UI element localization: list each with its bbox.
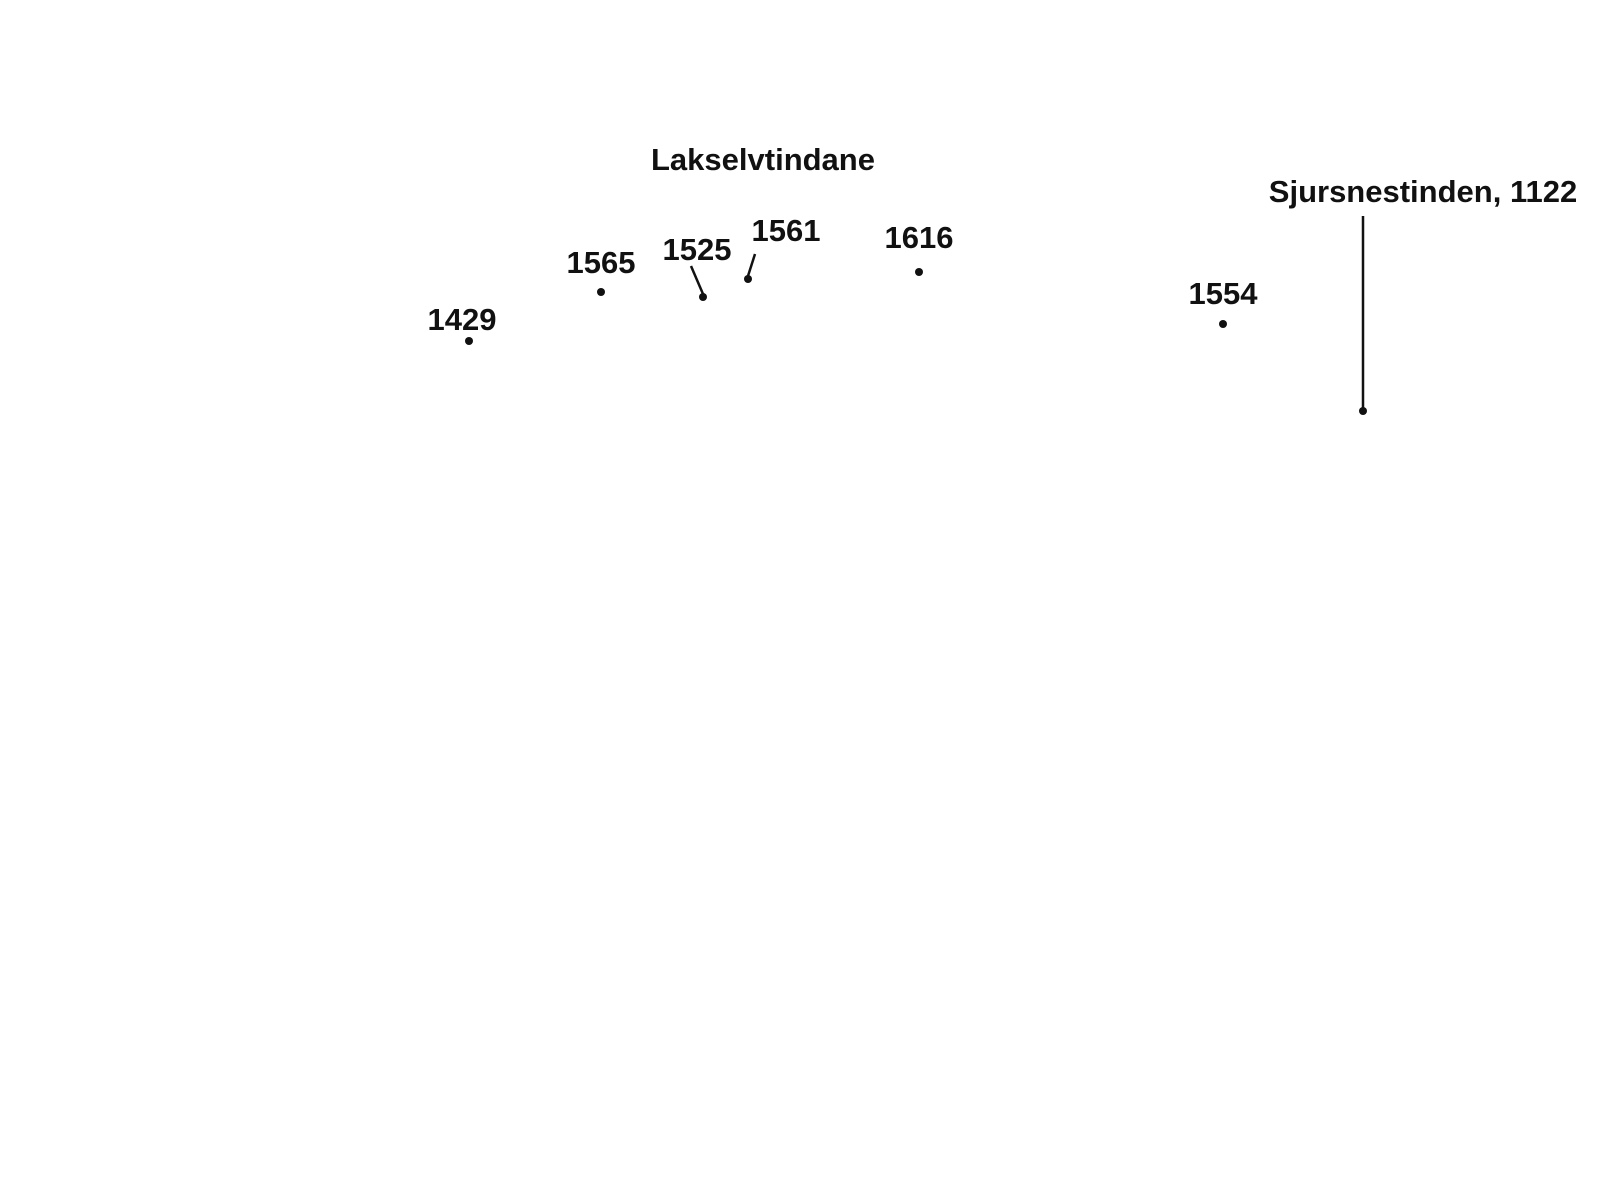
leader-line	[689, 265, 705, 295]
peak-marker	[744, 275, 752, 283]
peak-label: 1554	[1189, 276, 1259, 311]
peak-label: 1429	[428, 302, 497, 337]
peak-marker	[1219, 320, 1227, 328]
leader-line	[746, 253, 757, 277]
peak-label: 1561	[752, 213, 821, 248]
peak-sjursnestinden: Sjursnestinden, 1122	[1269, 174, 1577, 415]
peak-marker	[915, 268, 923, 276]
peak-label: 1565	[567, 245, 636, 280]
peak-1554: 1554	[1189, 276, 1259, 328]
peak-1525: 1525	[663, 232, 732, 301]
peak-marker	[699, 293, 707, 301]
range-title: Lakselvtindane	[651, 142, 875, 177]
peak-marker	[1359, 407, 1367, 415]
peak-label: 1525	[663, 232, 732, 267]
peak-1565: 1565	[567, 245, 636, 296]
peak-label: 1616	[885, 220, 954, 255]
peak-1429: 1429	[428, 302, 497, 345]
peak-label: Sjursnestinden, 1122	[1269, 174, 1577, 209]
peak-1561: 1561	[744, 213, 820, 283]
peak-marker	[597, 288, 605, 296]
peak-1616: 1616	[885, 220, 954, 276]
peak-marker	[465, 337, 473, 345]
